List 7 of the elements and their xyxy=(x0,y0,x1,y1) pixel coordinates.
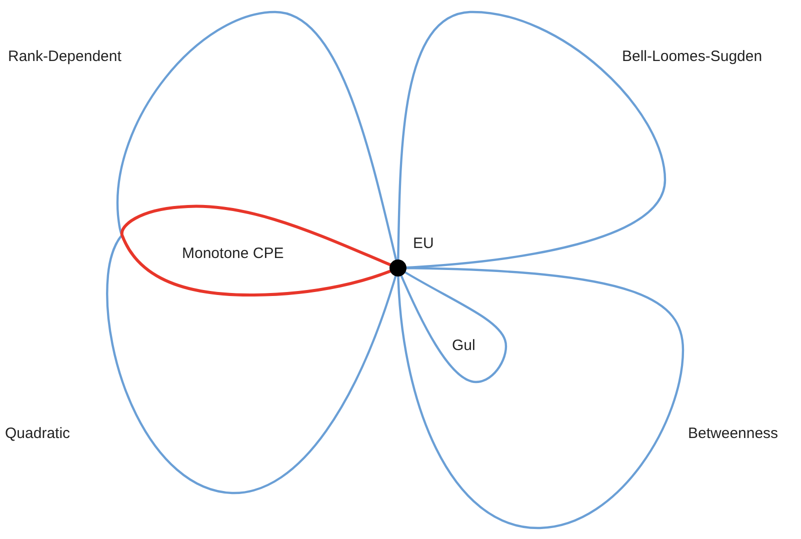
set-label: Bell-Loomes-Sugden xyxy=(622,48,762,66)
set-label: Rank-Dependent xyxy=(8,48,122,66)
set-label: EU xyxy=(413,235,434,253)
set-label: Betweenness xyxy=(688,425,778,443)
set-label: Quadratic xyxy=(5,425,70,443)
set-label: Gul xyxy=(452,337,476,355)
set-label: Monotone CPE xyxy=(182,245,284,263)
